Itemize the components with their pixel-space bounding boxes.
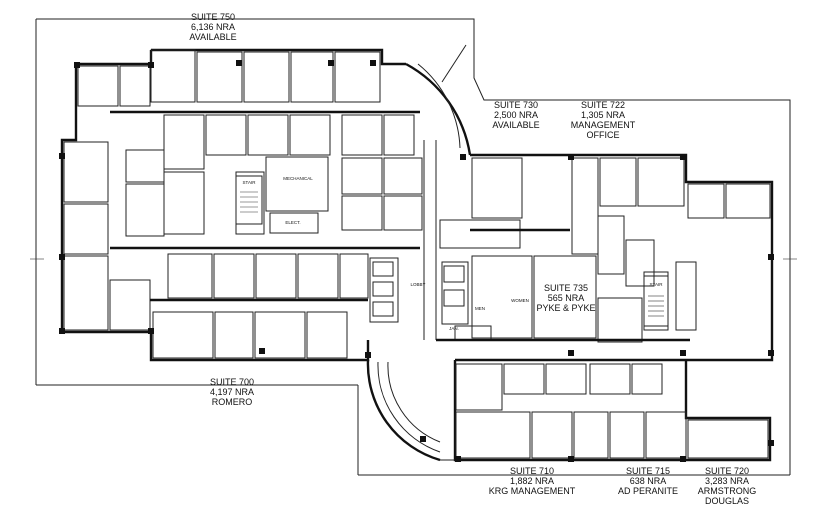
suite-730-tenant: AVAILABLE — [492, 120, 540, 130]
suite-722-tenant-2: OFFICE — [586, 130, 620, 140]
suite-730-label: SUITE 730 2,500 NRA AVAILABLE — [492, 100, 539, 130]
suite-700-number: SUITE 700 — [209, 377, 255, 387]
east-interior — [436, 157, 771, 459]
suite-710-number: SUITE 710 — [509, 466, 555, 476]
west-wing-walls — [60, 44, 472, 362]
suite-730-area: 2,500 NRA — [493, 110, 539, 120]
suite-720-tenant: ARMSTRONG — [697, 486, 757, 496]
site-boundary — [35, 18, 791, 476]
east-wing-walls — [366, 153, 774, 462]
suite-720-number: SUITE 720 — [704, 466, 750, 476]
suite-750-label: SUITE 750 6,136 NRA AVAILABLE — [189, 12, 236, 42]
suite-722-label: SUITE 722 1,305 NRA MANAGEMENT OFFICE — [571, 100, 636, 140]
suite-750-area: 6,136 NRA — [190, 22, 236, 32]
west-stair — [235, 175, 263, 225]
suite-700-tenant: ROMERO — [211, 397, 253, 407]
suite-715-tenant: AD PERANITE — [617, 486, 679, 496]
room-jan-label: JAN. — [449, 326, 459, 331]
room-men-label: MEN — [475, 306, 485, 311]
suite-722-tenant: MANAGEMENT — [570, 120, 636, 130]
suite-700-area: 4,197 NRA — [209, 387, 255, 397]
suite-710-area: 1,882 NRA — [509, 476, 555, 486]
suite-715-number: SUITE 715 — [625, 466, 671, 476]
suite-710-label: SUITE 710 1,882 NRA KRG MANAGEMENT — [489, 466, 576, 496]
room-mechanical-label: MECHANICAL — [283, 176, 313, 181]
suite-730-number: SUITE 730 — [493, 100, 539, 110]
room-lobby-label: LOBBY — [410, 282, 426, 287]
south-bay — [377, 63, 461, 453]
east-stair — [643, 275, 669, 327]
suite-750-number: SUITE 750 — [190, 12, 236, 22]
suite-715-area: 638 NRA — [629, 476, 667, 486]
suite-720-tenant-2: DOUGLAS — [704, 496, 749, 506]
suite-735-tenant: PYKE & PYKE — [536, 303, 596, 313]
suite-720-label: SUITE 720 3,283 NRA ARMSTRONG DOUGLAS — [698, 466, 757, 506]
suite-720-area: 3,283 NRA — [704, 476, 750, 486]
suite-735-area: 565 NRA — [547, 293, 585, 303]
structural-columns — [59, 60, 774, 462]
room-elect-label: ELECT. — [285, 220, 301, 225]
suite-735-number: SUITE 735 — [543, 283, 589, 293]
room-stair-west-label: STAIR — [242, 180, 256, 185]
west-interior — [63, 49, 437, 359]
room-stair-east-label: STAIR — [649, 282, 663, 287]
suite-722-area: 1,305 NRA — [580, 110, 626, 120]
suite-710-tenant: KRG MANAGEMENT — [488, 486, 576, 496]
suite-750-tenant: AVAILABLE — [189, 32, 237, 42]
room-women-label: WOMEN — [511, 298, 529, 303]
suite-700-label: SUITE 700 4,197 NRA ROMERO — [210, 377, 254, 407]
suite-735-label: SUITE 735 565 NRA PYKE & PYKE — [536, 283, 595, 313]
core — [369, 255, 597, 341]
suite-722-number: SUITE 722 — [580, 100, 626, 110]
suite-715-label: SUITE 715 638 NRA AD PERANITE — [618, 466, 678, 496]
